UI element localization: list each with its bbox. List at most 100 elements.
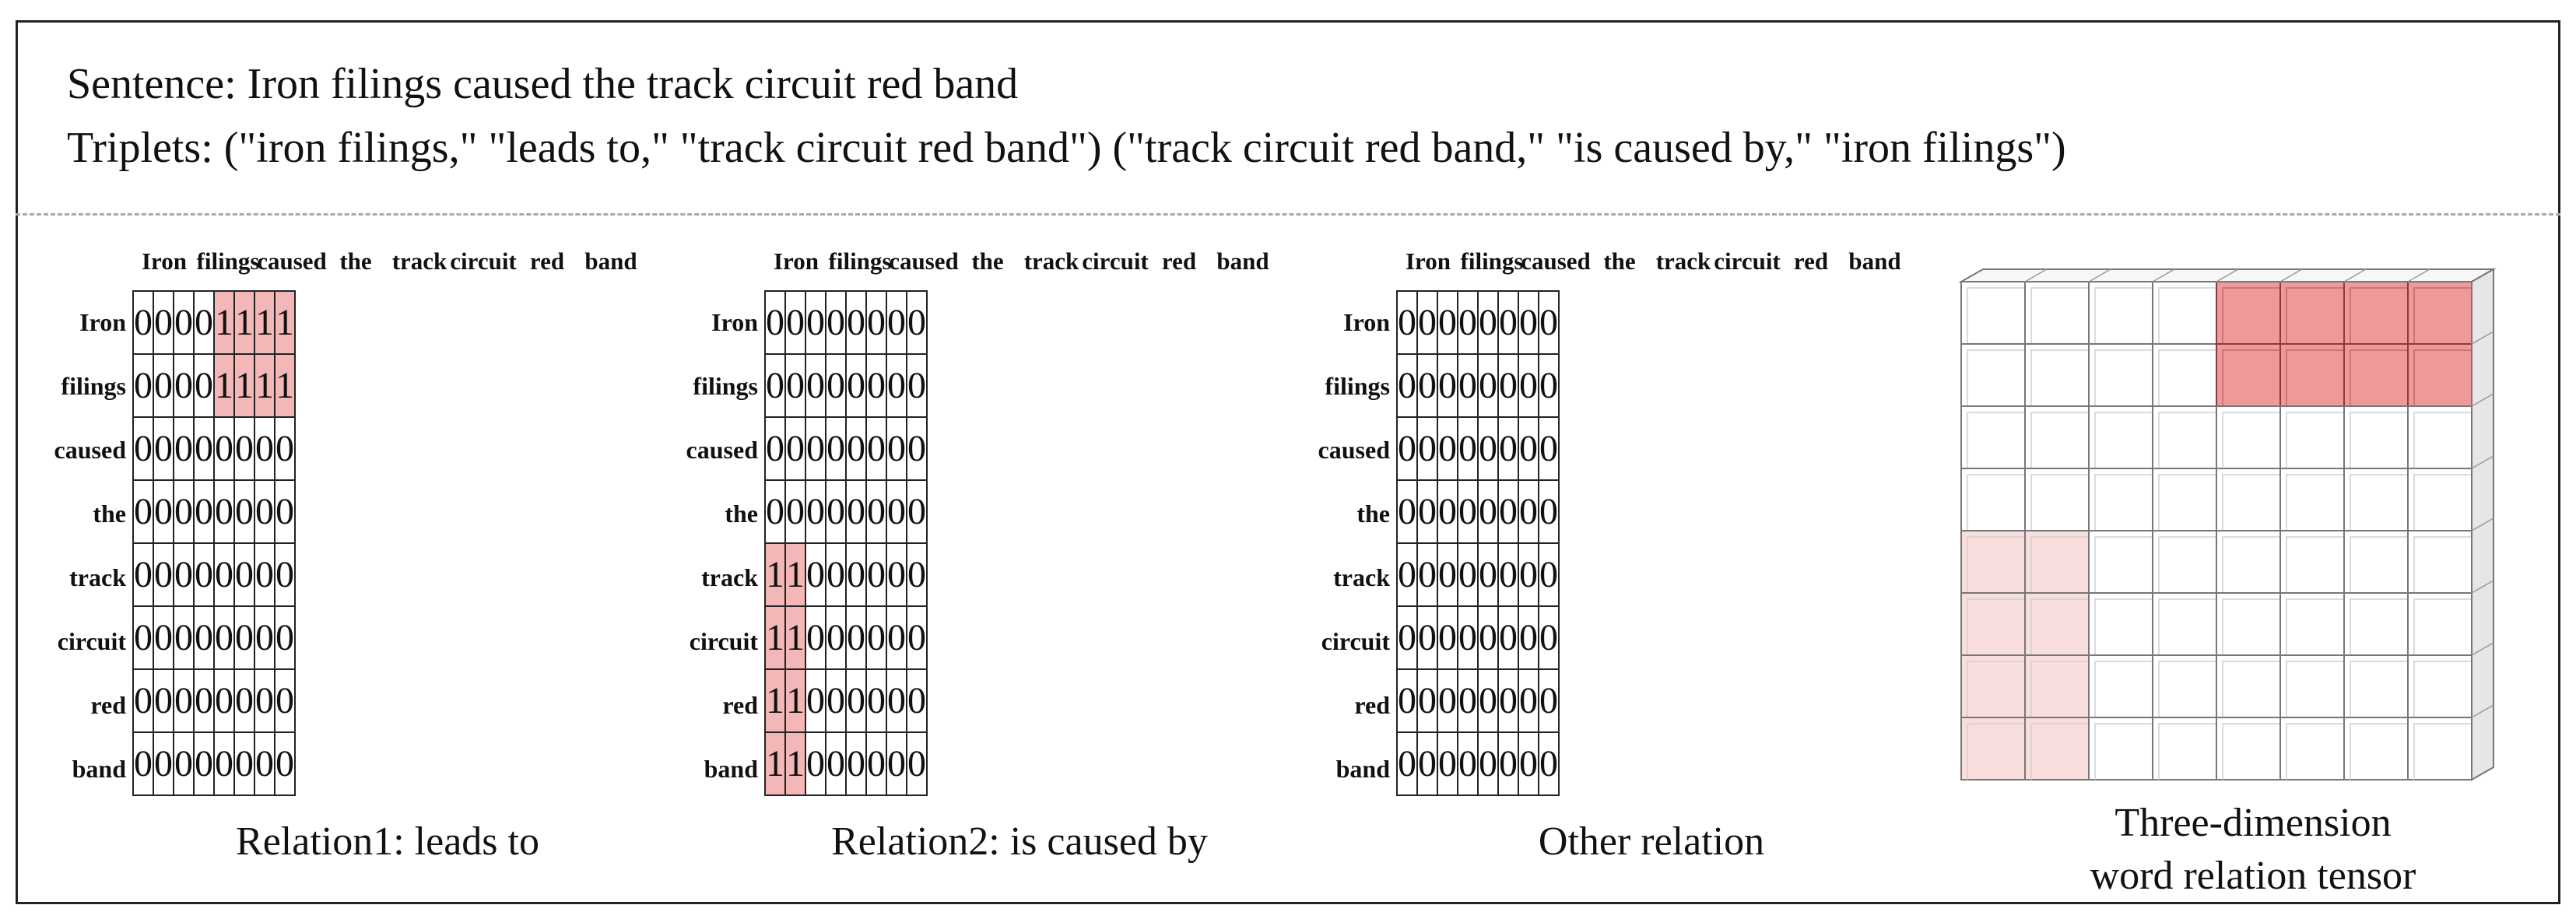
matrix-cell: 0 [1518, 353, 1539, 418]
tensor-bevel [2222, 661, 2280, 717]
tensor-cell [1960, 405, 2026, 469]
matrix-cell: 0 [1497, 416, 1519, 481]
column-label: the [971, 247, 1004, 275]
tensor-bevel [2094, 598, 2153, 655]
tensor-cell [2216, 592, 2281, 656]
tensor-cell [2407, 530, 2472, 594]
tensor-bevel [2158, 598, 2216, 655]
matrix-cell: 0 [845, 353, 867, 418]
tensor-edge [2024, 268, 2048, 282]
tensor-cell [2088, 654, 2153, 718]
matrix-cell: 0 [1538, 605, 1560, 670]
matrix-cell: 0 [1457, 353, 1479, 418]
matrix-cell: 1 [233, 290, 255, 355]
matrix-cell: 1 [764, 731, 786, 796]
matrix-cell: 0 [1416, 668, 1438, 733]
matrix-cell: 1 [784, 542, 806, 607]
matrix-cell: 0 [1396, 605, 1418, 670]
tensor-cell-relation1 [2343, 281, 2409, 345]
matrix-cell: 0 [153, 542, 174, 607]
column-label: Iron [141, 247, 188, 275]
tensor-bevel [2286, 287, 2344, 344]
matrix-cell: 0 [1437, 479, 1458, 544]
row-label: circuit [57, 627, 126, 655]
column-label: the [339, 247, 372, 275]
matrix-cell: 0 [1437, 290, 1458, 355]
tensor-bevel [2222, 723, 2280, 780]
word-relation-tensor [1958, 268, 2497, 781]
tensor-cell [2152, 717, 2217, 780]
column-label: red [529, 247, 565, 275]
tensor-cell [2343, 530, 2409, 594]
matrix-cell: 0 [1437, 731, 1458, 796]
column-label: circuit [1082, 247, 1149, 275]
tensor-cell [2088, 717, 2153, 780]
matrix-cell: 0 [1518, 605, 1539, 670]
matrix-cell: 0 [906, 605, 928, 670]
matrix-cell: 0 [193, 605, 215, 670]
matrix-cell: 0 [886, 731, 907, 796]
tensor-cell [2024, 281, 2090, 345]
tensor-bevel [1967, 536, 2025, 593]
column-label: track [1655, 247, 1711, 275]
matrix-cell: 0 [254, 605, 275, 670]
matrix-cell: 0 [784, 479, 806, 544]
tensor-cell [2024, 405, 2090, 469]
matrix-cell: 0 [825, 731, 847, 796]
tensor-bevel [2350, 536, 2408, 593]
tensor-cell [2152, 405, 2217, 469]
matrix-cell: 0 [1538, 731, 1560, 796]
matrix-cell: 0 [173, 542, 195, 607]
matrix-cell: 0 [1497, 353, 1519, 418]
matrix-cell: 0 [825, 542, 847, 607]
matrix-cell: 0 [845, 479, 867, 544]
matrix-cell: 1 [254, 353, 275, 418]
matrix-cell: 0 [1477, 479, 1499, 544]
matrix-cell: 0 [886, 605, 907, 670]
tensor-bevel [2413, 661, 2472, 717]
column-label: red [1161, 247, 1197, 275]
matrix-cell: 0 [213, 605, 235, 670]
tensor-bevel [2094, 349, 2153, 406]
tensor-cell [2279, 592, 2345, 656]
row-label: red [722, 691, 758, 719]
matrix-cell: 0 [805, 542, 826, 607]
matrix-cell: 0 [274, 542, 296, 607]
tensor-bevel [2350, 412, 2408, 468]
tensor-bevel [2030, 536, 2089, 593]
tensor-cell [2343, 405, 2409, 469]
matrix-cell: 0 [213, 479, 235, 544]
matrix-cell: 0 [1437, 605, 1458, 670]
tensor-bevel [2350, 661, 2408, 717]
tensor-bevel [2030, 412, 2089, 468]
tensor-edge [2407, 268, 2430, 282]
tensor-bevel [1967, 412, 2025, 468]
matrix-cell: 0 [213, 731, 235, 796]
tensor-cell [2216, 530, 2281, 594]
matrix-cell: 0 [153, 731, 174, 796]
matrix-cell: 0 [132, 290, 154, 355]
matrix-cell: 0 [233, 416, 255, 481]
matrix-cell: 0 [274, 416, 296, 481]
matrix-cell: 0 [865, 479, 887, 544]
tensor-bevel [2350, 287, 2408, 344]
column-label: band [1848, 247, 1901, 275]
matrix-cell: 0 [1396, 542, 1418, 607]
tensor-bevel [2158, 287, 2216, 344]
matrix-cell: 0 [213, 542, 235, 607]
matrix-cell: 0 [906, 542, 928, 607]
tensor-bevel [1967, 661, 2025, 717]
matrix-cell: 0 [886, 668, 907, 733]
matrix-cell: 0 [764, 290, 786, 355]
sentence-line: Sentence: Iron filings caused the track … [67, 60, 1019, 108]
matrix-cell: 0 [254, 479, 275, 544]
tensor-bevel [2350, 598, 2408, 655]
tensor-bevel [2094, 723, 2153, 780]
tensor-cell [2279, 717, 2345, 780]
